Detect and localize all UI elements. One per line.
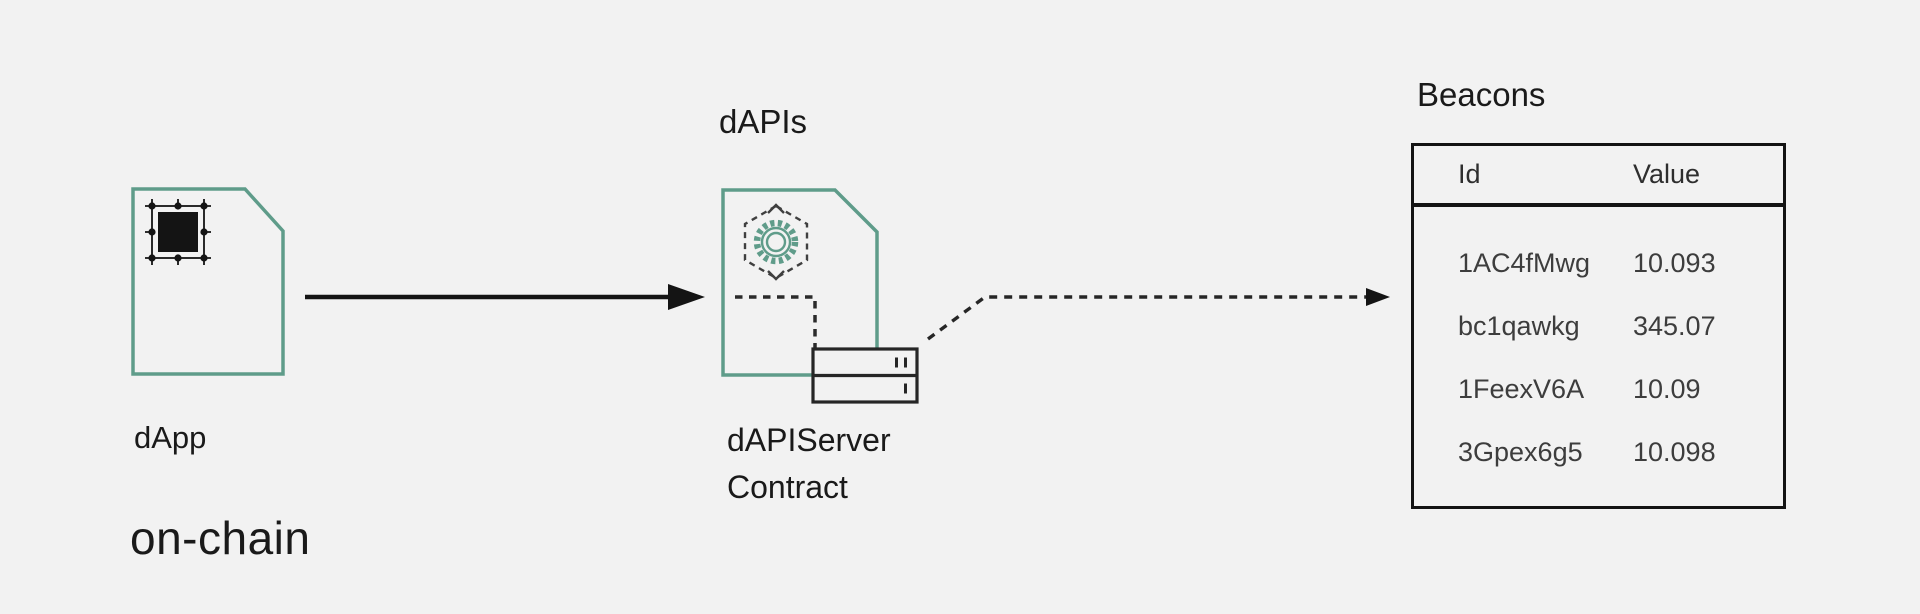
beacons-title: Beacons [1417, 76, 1546, 113]
dapi-server-label-line1: dAPIServer [727, 422, 891, 458]
dapis-label: dAPIs [719, 103, 808, 140]
table-row: bc1qawkg 345.07 [1414, 295, 1783, 358]
gear-hexagon-icon [743, 203, 809, 281]
beacons-table: Id Value 1AC4fMwg 10.093 bc1qawkg 345.07… [1411, 143, 1786, 509]
beacons-table-body: 1AC4fMwg 10.093 bc1qawkg 345.07 1FeexV6A… [1414, 207, 1783, 484]
dapi-server-label-line2: Contract [727, 469, 848, 505]
beacon-value: 10.09 [1633, 374, 1701, 404]
beacon-value: 10.098 [1633, 437, 1716, 467]
selection-square-icon [145, 199, 211, 265]
beacon-id: 1FeexV6A [1458, 374, 1585, 404]
table-row: 1AC4fMwg 10.093 [1414, 232, 1783, 295]
dapis-document-icon [721, 188, 879, 377]
dapp-document-icon [131, 187, 285, 376]
beacon-value: 345.07 [1633, 311, 1716, 341]
solid-arrow [305, 284, 705, 310]
dapi-server-label: dAPIServer Contract [727, 417, 891, 511]
dashed-elbow-connector [735, 295, 817, 349]
beacon-value: 10.093 [1633, 248, 1716, 278]
beacon-id: 1AC4fMwg [1458, 248, 1591, 278]
beacon-id: 3Gpex6g5 [1458, 437, 1583, 467]
dashed-arrow [926, 288, 1390, 341]
beacons-table-header: Id Value [1414, 146, 1783, 207]
server-rack-icon [811, 347, 919, 404]
column-header-value: Value [1633, 159, 1701, 189]
on-chain-label: on-chain [130, 512, 311, 564]
table-row: 1FeexV6A 10.09 [1414, 358, 1783, 421]
dapp-label: dApp [134, 420, 207, 455]
column-header-id: Id [1458, 159, 1481, 189]
table-row: 3Gpex6g5 10.098 [1414, 421, 1783, 484]
beacon-id: bc1qawkg [1458, 311, 1580, 341]
